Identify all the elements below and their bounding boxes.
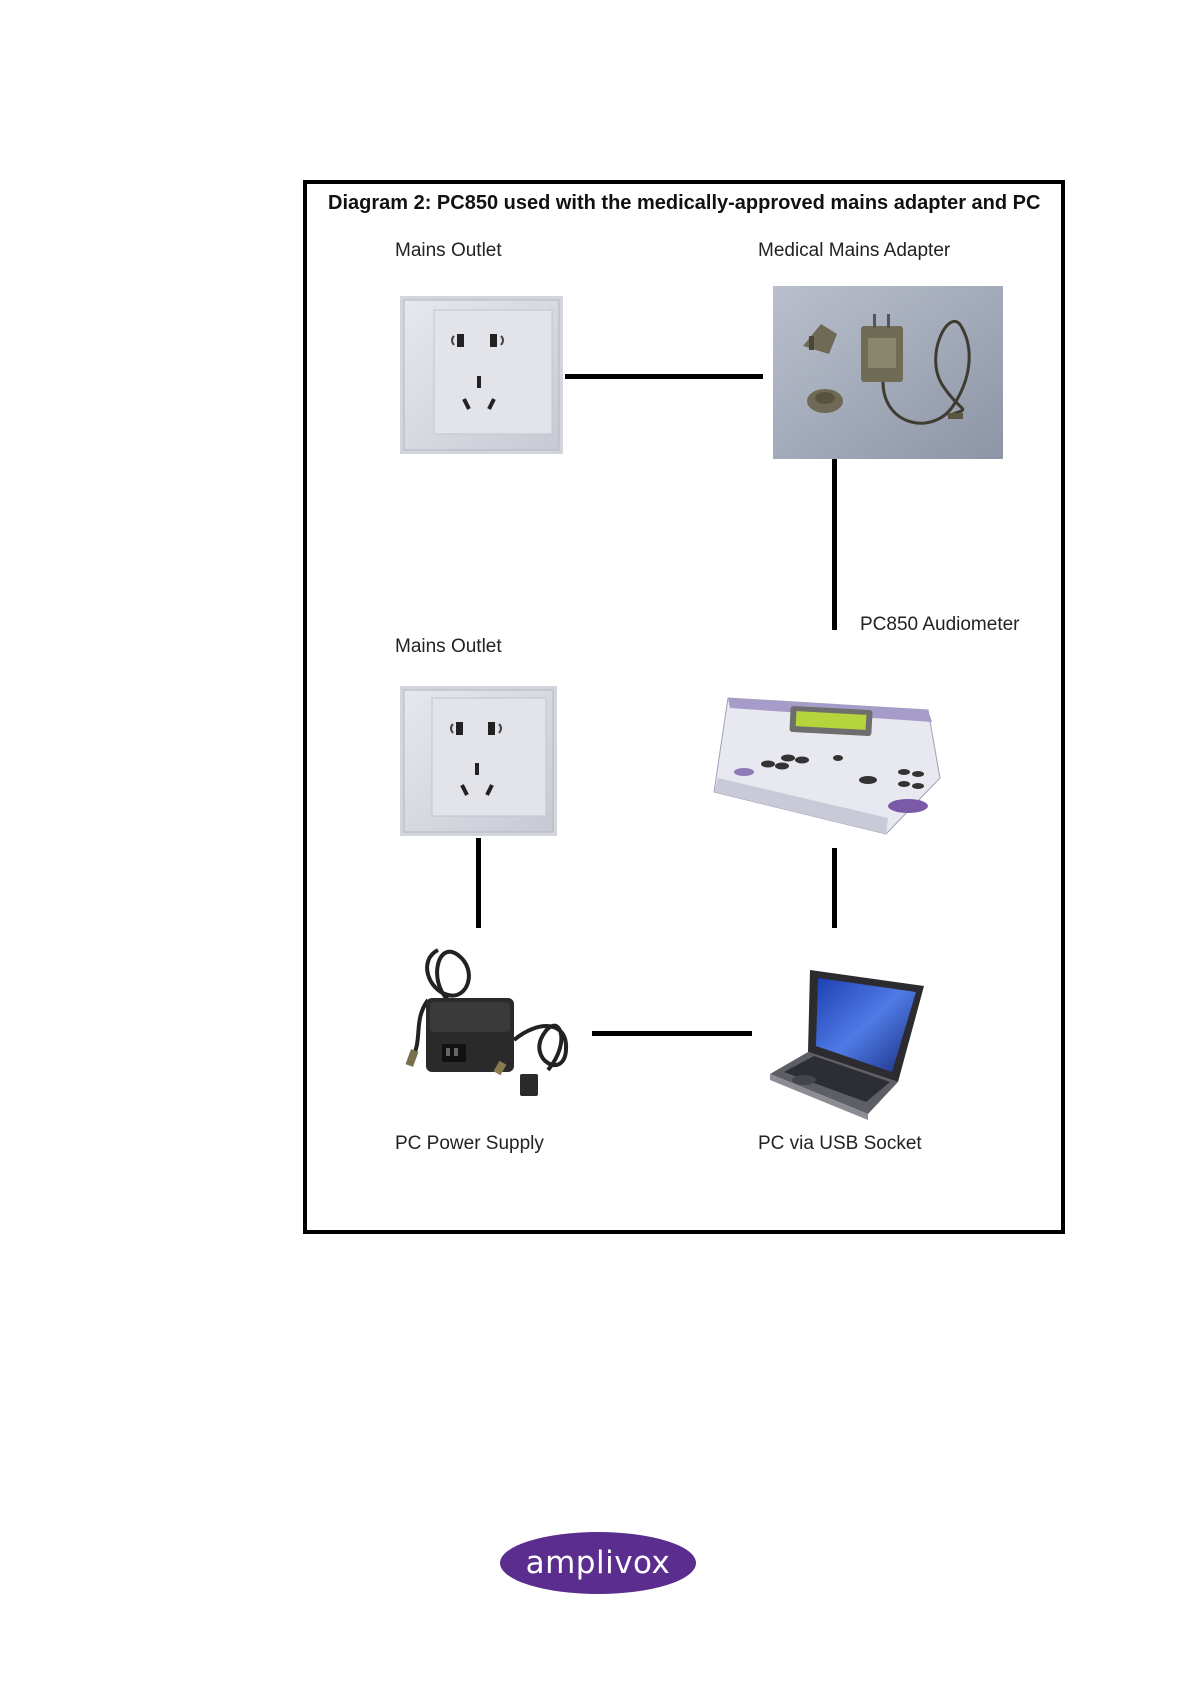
connector-adapter-audiometer [832,458,837,630]
connector-powersupply-pc [592,1031,752,1036]
label-pc-power-supply: PC Power Supply [395,1133,544,1155]
label-mains-outlet-top: Mains Outlet [395,240,502,262]
amplivox-logo: amplivox [500,1532,696,1594]
label-medical-mains-adapter: Medical Mains Adapter [758,240,950,262]
mains-adapter-icon [773,286,1003,459]
audiometer-icon [708,668,948,836]
connector-outlet-adapter [565,374,763,379]
connector-audiometer-pc [832,848,837,928]
wall-socket-icon [400,296,563,454]
label-pc-usb-socket: PC via USB Socket [758,1133,922,1155]
label-mains-outlet-bottom: Mains Outlet [395,636,502,658]
power-supply-icon [398,940,578,1105]
wall-socket-icon [400,686,557,836]
logo-text: amplivox [500,1532,696,1594]
label-pc850-audiometer: PC850 Audiometer [860,614,1020,636]
diagram-title: Diagram 2: PC850 used with the medically… [328,192,1040,215]
connector-outlet-powersupply [476,838,481,928]
laptop-icon [768,964,928,1120]
